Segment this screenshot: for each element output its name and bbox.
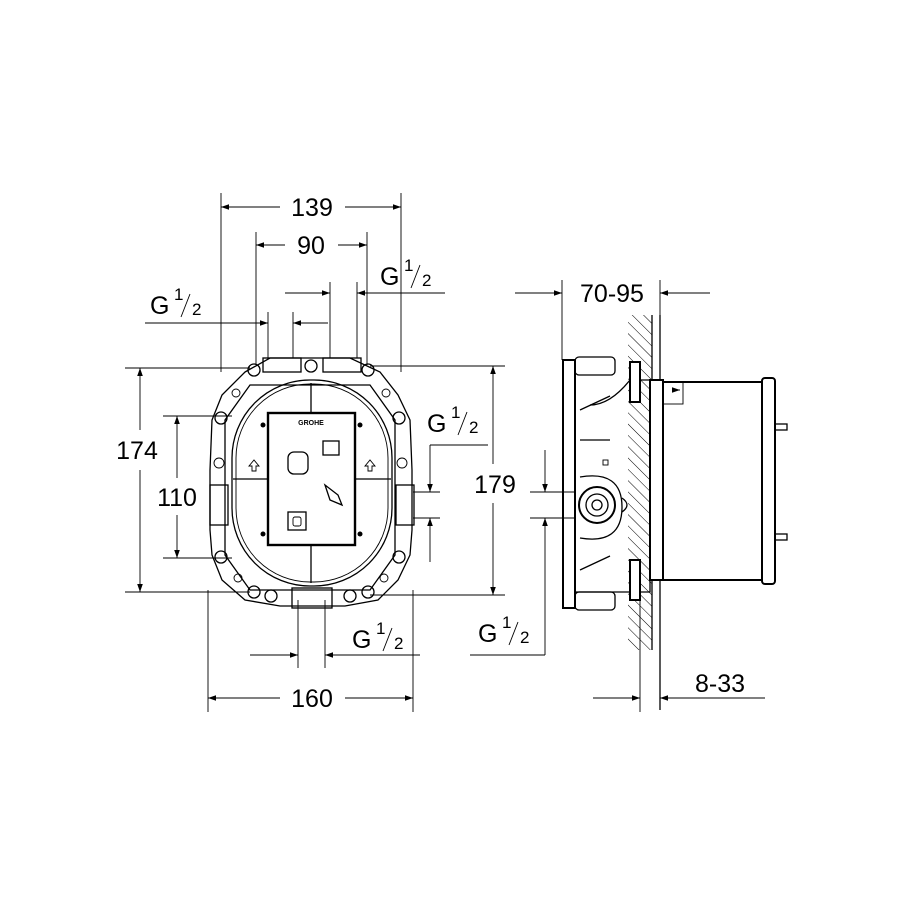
svg-text:G: G (352, 626, 371, 654)
side-view: 70-95 G 1 2 8-33 (470, 280, 788, 712)
dim-height-110: 110 (157, 484, 197, 512)
svg-text:1: 1 (451, 403, 460, 422)
thread-label-bottom: G 1 2 (352, 619, 403, 654)
valve-body-front: GROHE (209, 357, 415, 609)
valve-body-side (562, 356, 788, 611)
dim-height-174: 174 (116, 437, 158, 465)
label-plate (266, 411, 357, 547)
svg-text:2: 2 (520, 628, 529, 647)
dim-depth-70-95: 70-95 (580, 280, 644, 308)
dim-width-160: 160 (291, 685, 333, 713)
svg-text:1: 1 (502, 613, 511, 632)
svg-text:G: G (427, 410, 446, 438)
dim-width-90: 90 (297, 232, 325, 260)
dim-wall-8-33: 8-33 (695, 670, 745, 698)
thread-label-side: G 1 2 (478, 613, 529, 648)
svg-text:G: G (380, 263, 399, 291)
front-view: GROHE 139 90 G 1 2 (116, 193, 516, 713)
dim-height-179: 179 (474, 471, 516, 499)
svg-text:G: G (150, 292, 169, 320)
svg-text:1: 1 (404, 256, 413, 275)
thread-label-top-right: G 1 2 (380, 256, 431, 291)
svg-text:1: 1 (174, 285, 183, 304)
thread-label-right: G 1 2 (427, 403, 478, 438)
svg-text:1: 1 (376, 619, 385, 638)
brand-logo: GROHE (298, 420, 324, 427)
svg-text:G: G (478, 620, 497, 648)
thread-label-top-left: G 1 2 (150, 285, 201, 320)
svg-text:2: 2 (394, 634, 403, 653)
svg-text:2: 2 (469, 418, 478, 437)
svg-text:2: 2 (422, 271, 431, 290)
svg-text:2: 2 (192, 300, 201, 319)
mounting-holes (213, 359, 408, 603)
dim-width-139: 139 (291, 194, 333, 222)
